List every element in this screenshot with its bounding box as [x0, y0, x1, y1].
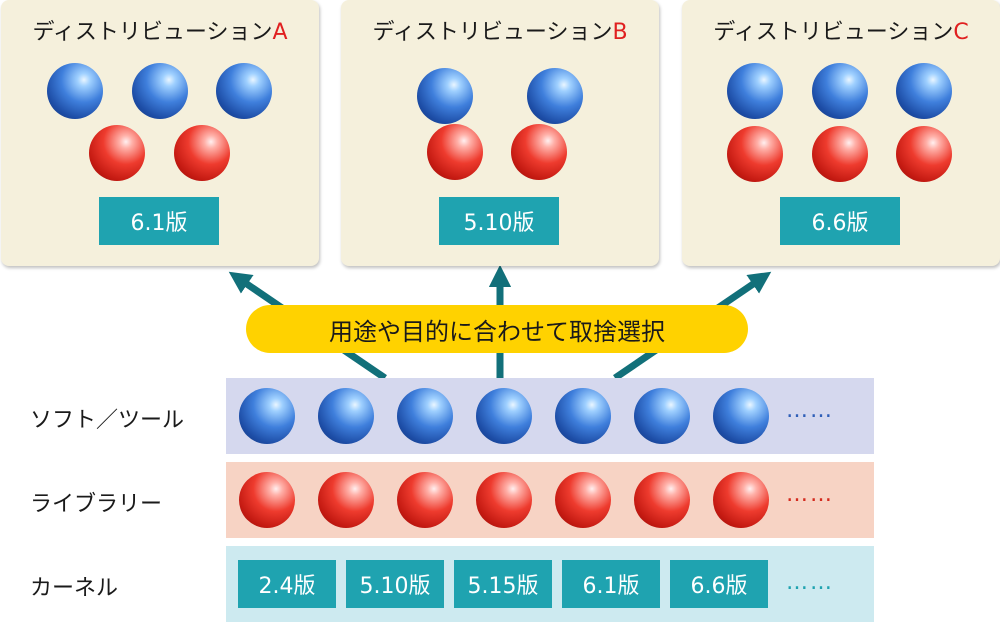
software-ball	[132, 63, 188, 119]
distribution-c-panel: ディストリビューションC 6.6版	[682, 0, 1000, 266]
kernel-version-box: 5.10版	[346, 560, 444, 608]
software-ball	[476, 388, 532, 444]
distribution-b-panel: ディストリビューションB 5.10版	[341, 0, 659, 266]
library-ball	[89, 125, 145, 181]
software-layer-label: ソフト／ツール	[30, 408, 185, 433]
software-ball	[397, 388, 453, 444]
library-ball	[239, 472, 295, 528]
library-ball	[896, 126, 952, 182]
distribution-a-panel: ディストリビューションA 6.1版	[1, 0, 319, 266]
software-ball	[216, 63, 272, 119]
software-ball	[318, 388, 374, 444]
software-ball	[555, 388, 611, 444]
software-ball	[634, 388, 690, 444]
distribution-a-kernel-version: 6.1版	[99, 197, 219, 245]
library-more-ellipsis: ……	[786, 482, 834, 507]
library-ball	[727, 126, 783, 182]
software-ball	[713, 388, 769, 444]
library-ball	[812, 126, 868, 182]
library-ball	[427, 124, 483, 180]
software-layer-band: ……	[226, 378, 874, 454]
library-ball	[555, 472, 611, 528]
kernel-more-ellipsis: ……	[786, 570, 834, 595]
software-ball	[417, 68, 473, 124]
library-ball	[318, 472, 374, 528]
kernel-version-box: 6.1版	[562, 560, 660, 608]
library-ball	[511, 124, 567, 180]
kernel-version-box: 5.15版	[454, 560, 552, 608]
kernel-layer-label: カーネル	[30, 576, 119, 601]
kernel-layer-band: 2.4版 5.10版 5.15版 6.1版 6.6版 ……	[226, 546, 874, 622]
distribution-b-title: ディストリビューションB	[372, 20, 628, 45]
software-ball	[47, 63, 103, 119]
library-ball	[713, 472, 769, 528]
software-ball	[239, 388, 295, 444]
software-ball	[727, 63, 783, 119]
software-ball	[896, 63, 952, 119]
software-ball	[812, 63, 868, 119]
selection-banner: 用途や目的に合わせて取捨選択	[246, 305, 748, 353]
kernel-version-box: 2.4版	[238, 560, 336, 608]
library-layer-label: ライブラリー	[30, 492, 163, 517]
software-more-ellipsis: ……	[786, 398, 834, 423]
library-ball	[476, 472, 532, 528]
distribution-b-kernel-version: 5.10版	[439, 197, 559, 245]
distribution-a-title: ディストリビューションA	[32, 20, 288, 45]
library-ball	[174, 125, 230, 181]
distribution-c-kernel-version: 6.6版	[780, 197, 900, 245]
kernel-version-box: 6.6版	[670, 560, 768, 608]
library-layer-band: ……	[226, 462, 874, 538]
library-ball	[634, 472, 690, 528]
software-ball	[527, 68, 583, 124]
distribution-c-title: ディストリビューションC	[713, 20, 969, 45]
library-ball	[397, 472, 453, 528]
